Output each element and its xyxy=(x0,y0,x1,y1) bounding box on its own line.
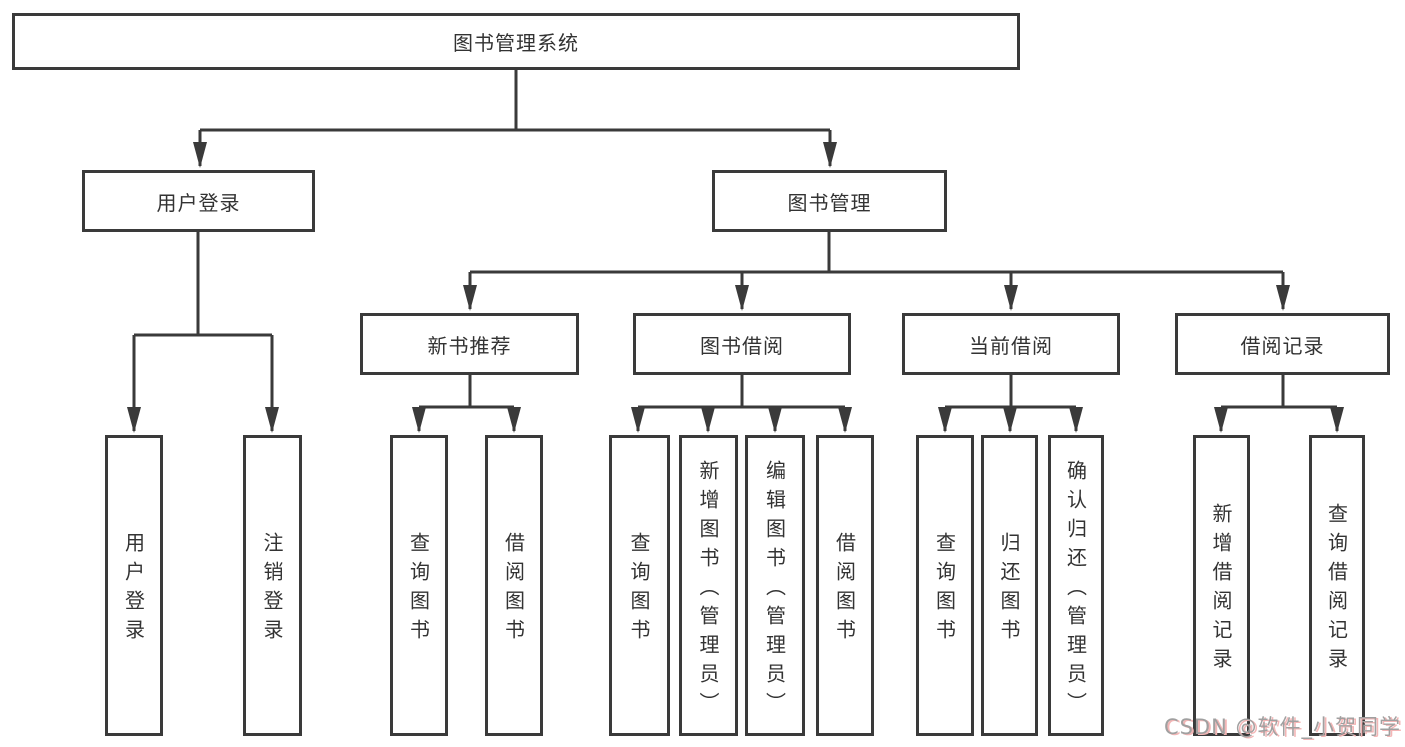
csdn-watermark: CSDN @软件_小贺同学 xyxy=(1163,715,1401,739)
node-current-borrow: 当前借阅 xyxy=(902,313,1120,375)
leaf-query-book-recommend: 查询图书 xyxy=(390,435,448,736)
node-new-book-recommend: 新书推荐 xyxy=(360,313,579,375)
leaf-return-book: 归还图书 xyxy=(981,435,1038,736)
leaf-user-login: 用户登录 xyxy=(105,435,163,736)
node-borrow-record: 借阅记录 xyxy=(1175,313,1390,375)
leaf-confirm-return-admin: 确认归还（管理员） xyxy=(1048,435,1104,736)
node-book-borrow: 图书借阅 xyxy=(633,313,851,375)
node-book-management: 图书管理 xyxy=(712,170,947,232)
node-user-login: 用户登录 xyxy=(82,170,315,232)
leaf-add-borrow-record: 新增借阅记录 xyxy=(1193,435,1250,736)
leaf-borrow-book-recommend: 借阅图书 xyxy=(485,435,543,736)
node-root: 图书管理系统 xyxy=(12,13,1020,70)
leaf-borrow-book: 借阅图书 xyxy=(816,435,874,736)
leaf-logout-login: 注销登录 xyxy=(243,435,302,736)
leaf-add-book-admin: 新增图书（管理员） xyxy=(679,435,738,736)
leaf-edit-book-admin: 编辑图书（管理员） xyxy=(745,435,805,736)
leaf-query-book-current: 查询图书 xyxy=(916,435,974,736)
leaf-query-borrow-record: 查询借阅记录 xyxy=(1309,435,1365,736)
leaf-query-book-borrow: 查询图书 xyxy=(609,435,670,736)
